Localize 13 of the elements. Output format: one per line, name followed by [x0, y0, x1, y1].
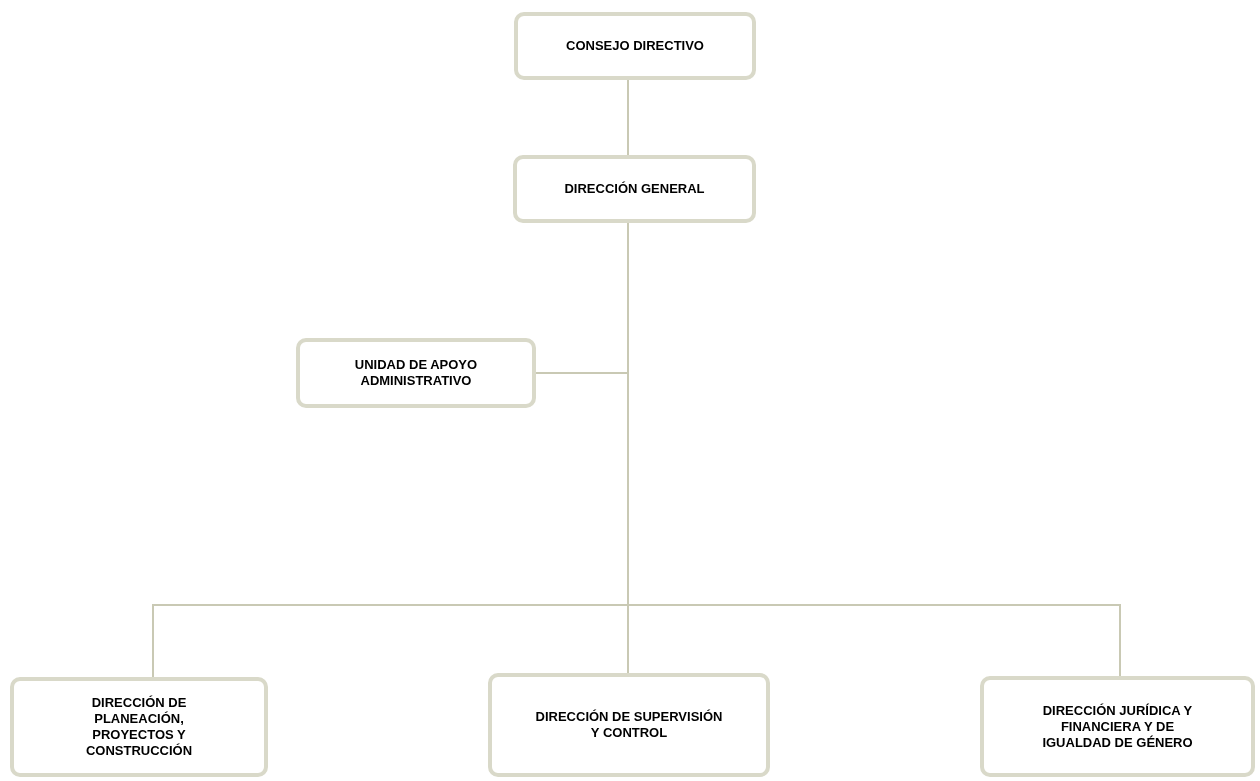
- org-box: [296, 338, 536, 408]
- box-label: CONSEJO DIRECTIVO: [566, 38, 704, 54]
- box-label: DIRECCIÓN DE SUPERVISIÓN Y CONTROL: [534, 709, 724, 741]
- box-label: DIRECCIÓN DE PLANEACIÓN, PROYECTOS Y CONSTRUCCIÓN: [84, 695, 194, 759]
- org-box: [514, 12, 756, 80]
- box-label: UNIDAD DE APOYO ADMINISTRATIVO: [353, 357, 479, 389]
- box-label: DIRECCIÓN JURÍDICA Y FINANCIERA Y DE IGUALDAD DE GÉNERO: [1041, 702, 1194, 751]
- org-box: [513, 155, 756, 223]
- org-box: [980, 676, 1255, 777]
- box-label: DIRECCIÓN GENERAL: [564, 181, 705, 197]
- connector-line: [627, 79, 629, 156]
- org-box: [10, 677, 268, 777]
- org-box: [488, 673, 770, 777]
